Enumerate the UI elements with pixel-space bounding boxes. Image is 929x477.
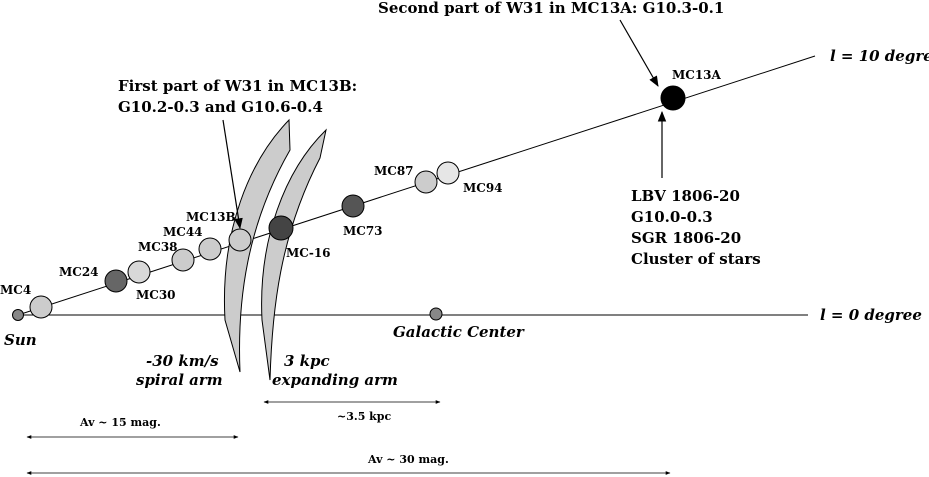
mc13a-object-g10: G10.0-0.3 [631, 208, 713, 226]
cloud-mc38 [171, 248, 195, 272]
cloud-mc4 [29, 295, 53, 319]
cloud-mc13a [660, 85, 686, 111]
l10-label: l = 10 degrees [830, 47, 929, 65]
mc13a-object-cluster: Cluster of stars [631, 250, 761, 268]
cloud-mc87 [414, 170, 438, 194]
label-mc44: MC44 [163, 225, 203, 239]
second-part-annotation: Second part of W31 in MC13A: G10.3-0.1 [378, 0, 724, 17]
label-mc38: MC38 [138, 240, 178, 254]
cloud-mc24 [104, 269, 128, 293]
first-part-annotation-line1: First part of W31 in MC13B: [118, 77, 357, 95]
av30-label: Av ~ 30 mag. [367, 453, 449, 466]
label-mc30: MC30 [136, 288, 176, 302]
av15-label: Av ~ 15 mag. [79, 416, 161, 429]
mc13a-object-lbv: LBV 1806-20 [631, 187, 740, 205]
first-part-annotation-line2: G10.2-0.3 and G10.6-0.4 [118, 98, 323, 116]
cloud-mc-16 [268, 215, 294, 241]
sun-marker [12, 309, 24, 321]
expanding-arm-band [261, 128, 327, 381]
label-mc13a: MC13A [672, 68, 722, 82]
first-part-arrow [222, 119, 243, 230]
label-mc24: MC24 [59, 265, 99, 279]
spiral-arm-label-line1: -30 km/s [146, 352, 219, 370]
label-mc4: MC4 [0, 283, 31, 297]
label-mc-16: MC-16 [286, 246, 331, 260]
galactic-center-label: Galactic Center [393, 323, 525, 341]
cloud-mc44 [198, 237, 222, 261]
kpc-distance-label: ~3.5 kpc [337, 410, 391, 423]
galactic-center-marker [429, 307, 443, 321]
spiral-arm-band [223, 118, 291, 373]
label-mc13b: MC13B [186, 210, 236, 224]
label-mc87: MC87 [374, 164, 414, 178]
mc13a-object-sgr: SGR 1806-20 [631, 229, 741, 247]
cloud-mc30 [127, 260, 151, 284]
label-mc94: MC94 [463, 181, 503, 195]
second-part-arrow [619, 19, 659, 87]
cloud-mc94 [436, 161, 460, 185]
cloud-mc13b [228, 228, 252, 252]
expanding-arm-label-line2: expanding arm [272, 371, 398, 389]
l0-label: l = 0 degree [820, 306, 922, 324]
sun-label: Sun [4, 331, 37, 349]
expanding-arm-label-line1: 3 kpc [284, 352, 330, 370]
cloud-mc73 [341, 194, 365, 218]
label-mc73: MC73 [343, 224, 383, 238]
spiral-arm-label-line2: spiral arm [136, 371, 223, 389]
